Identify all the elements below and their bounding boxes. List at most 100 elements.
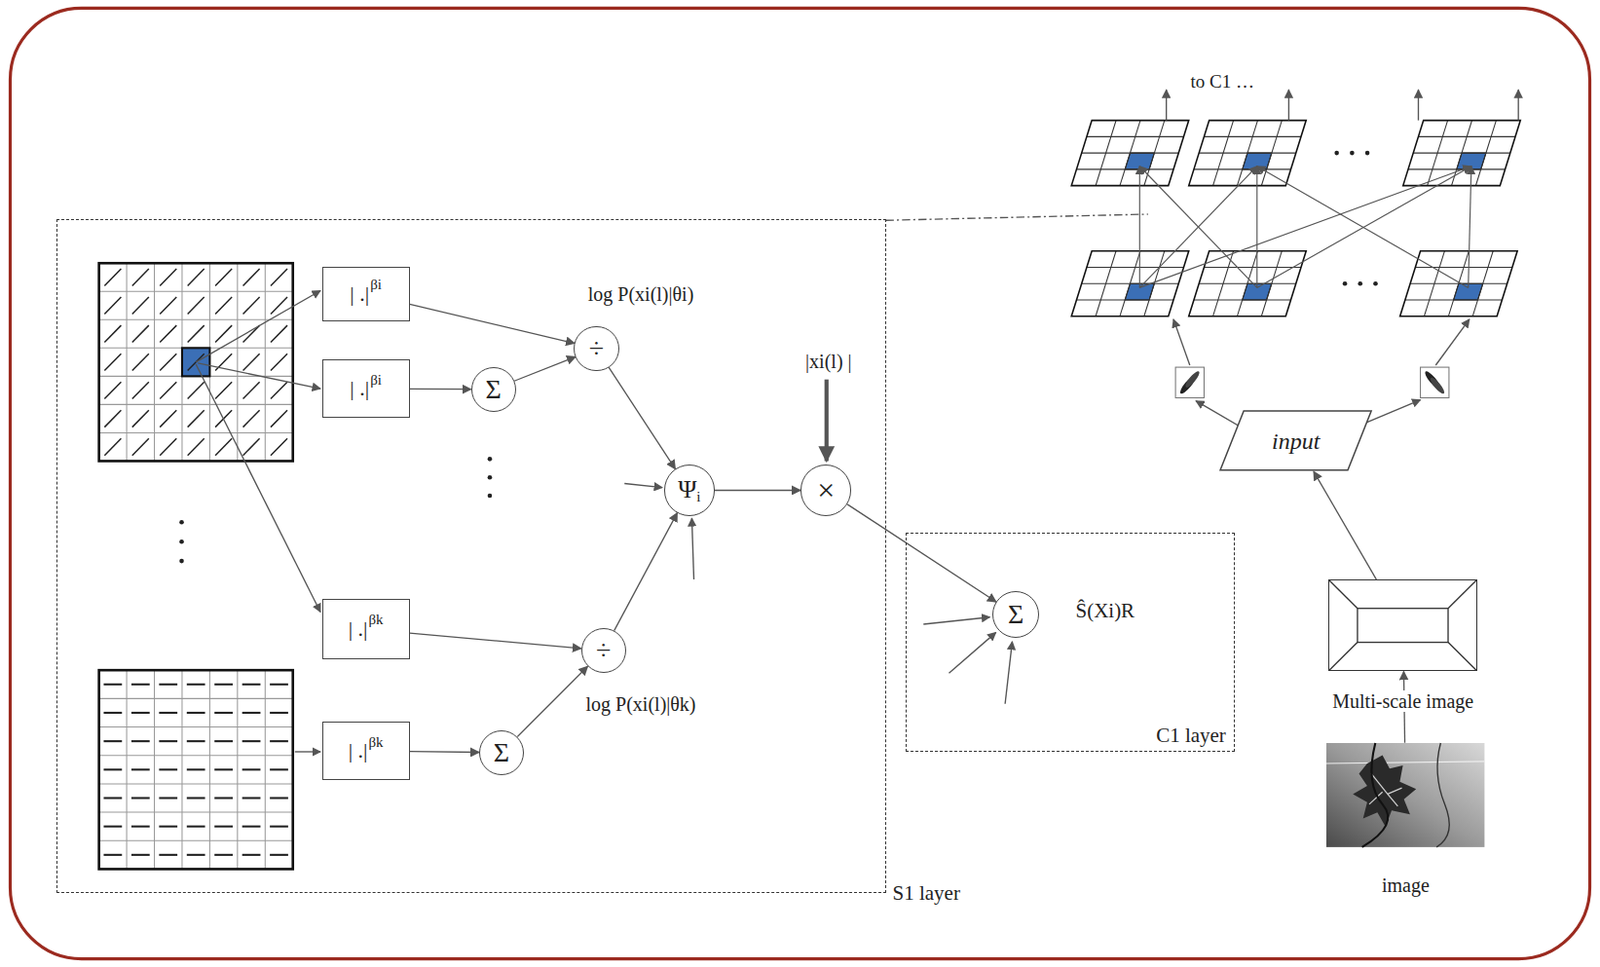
orientation-stroke — [269, 768, 289, 771]
branch-line — [1436, 743, 1450, 848]
grid-line — [1144, 251, 1165, 317]
grid-line — [1261, 120, 1282, 187]
leader-line — [1139, 166, 1472, 289]
orientation-stroke — [104, 409, 121, 427]
grid-line — [1144, 120, 1165, 187]
orientation-stroke — [159, 381, 177, 399]
orientation-stroke — [187, 409, 205, 427]
grid-line — [1203, 136, 1302, 138]
layer-region: Σ C1 layer — [905, 532, 1234, 752]
grid-line — [1414, 266, 1513, 268]
sum-node: Σ — [992, 591, 1040, 638]
orientation-stroke — [132, 325, 149, 342]
ellipsis-dot — [487, 493, 493, 499]
ellipsis-dot — [179, 539, 185, 545]
orientation-stroke — [269, 683, 289, 686]
orientation-stroke — [187, 297, 205, 314]
ellipsis-dot — [487, 456, 493, 462]
orientation-stroke — [243, 268, 261, 286]
orientation-stroke — [215, 325, 232, 342]
filter-icon — [1420, 367, 1450, 398]
formula-label: |xi(l) | — [805, 349, 852, 373]
node-text: Σ — [493, 739, 510, 767]
orientation-stroke — [242, 796, 261, 799]
caption-text: C1 layer — [1155, 723, 1227, 747]
grid-line — [1413, 152, 1511, 154]
index-text: βk — [368, 735, 383, 750]
leader-line — [1173, 319, 1191, 366]
grid-line — [126, 669, 128, 869]
leader-line — [295, 750, 321, 752]
orientation-stroke — [132, 268, 149, 286]
orientation-stroke — [131, 740, 150, 743]
parallelogram-outline — [1220, 410, 1372, 471]
orientation-stroke — [243, 409, 261, 427]
grid-frame — [1403, 120, 1522, 187]
orientation-stroke — [159, 353, 177, 371]
orientation-stroke — [270, 268, 288, 286]
ellipsis-dot — [1357, 281, 1363, 287]
orientation-stroke — [243, 438, 261, 455]
leader-line — [195, 291, 321, 363]
orientation-stroke — [103, 683, 122, 686]
orientation-stroke — [104, 297, 121, 314]
caption-text: image — [1378, 874, 1433, 896]
orientation-stroke — [243, 297, 261, 314]
orientation-stroke — [158, 768, 178, 771]
grid-line — [1410, 283, 1508, 285]
connector — [1313, 471, 1377, 580]
sum-node: Σ — [471, 367, 517, 412]
orientation-stroke — [103, 740, 122, 743]
leader-line — [1417, 89, 1419, 120]
node-text: ÷ — [589, 334, 604, 363]
grid-line — [236, 262, 238, 461]
grid-line — [99, 404, 294, 406]
leader-line — [691, 518, 694, 580]
orientation-stroke — [131, 768, 150, 771]
ellipsis-dot — [1365, 150, 1371, 156]
branch-line — [1362, 743, 1389, 848]
gabor-band — [1428, 375, 1447, 396]
leader-line — [1165, 89, 1167, 120]
orientation-stroke — [131, 711, 150, 714]
grid-line — [181, 669, 183, 869]
node-text: | .| — [348, 618, 369, 640]
grid-line — [99, 782, 294, 784]
ellipsis-dot — [487, 475, 493, 481]
connector — [517, 666, 588, 737]
sum-node: Σ — [479, 730, 524, 776]
shape-outline — [1326, 743, 1485, 848]
ellipsis-dot — [179, 520, 185, 525]
power-box: | .|βi — [322, 266, 410, 322]
pyramid-edge — [1448, 642, 1477, 671]
connector — [409, 632, 582, 649]
grid-line — [1417, 136, 1516, 138]
grid-frame — [1071, 120, 1190, 187]
orientation-stroke — [103, 796, 122, 799]
orientation-stroke — [269, 711, 289, 714]
feature-map — [1071, 120, 1190, 187]
orientation-stroke — [131, 825, 150, 828]
connector — [514, 356, 576, 381]
magnitude-arrow — [824, 379, 829, 462]
orientation-stroke — [186, 740, 206, 743]
photo-node: image — [1326, 743, 1485, 848]
leader-line — [1517, 89, 1519, 120]
orientation-stroke — [214, 711, 233, 714]
grid-line — [1472, 251, 1493, 317]
orientation-stroke — [269, 796, 289, 799]
leader-line — [197, 363, 321, 389]
grid-line — [99, 291, 294, 293]
grid-line — [1198, 152, 1297, 154]
connector — [409, 750, 480, 753]
filter-grid — [99, 669, 294, 869]
orientation-stroke — [131, 796, 150, 799]
connector — [409, 388, 472, 391]
node-text: Σ — [1007, 600, 1024, 629]
orientation-stroke — [159, 297, 177, 314]
ellipsis-dot — [1349, 150, 1355, 156]
grid-line — [1203, 266, 1302, 268]
node-text: ÷ — [595, 636, 611, 665]
connector — [714, 489, 801, 491]
connector — [614, 513, 678, 632]
